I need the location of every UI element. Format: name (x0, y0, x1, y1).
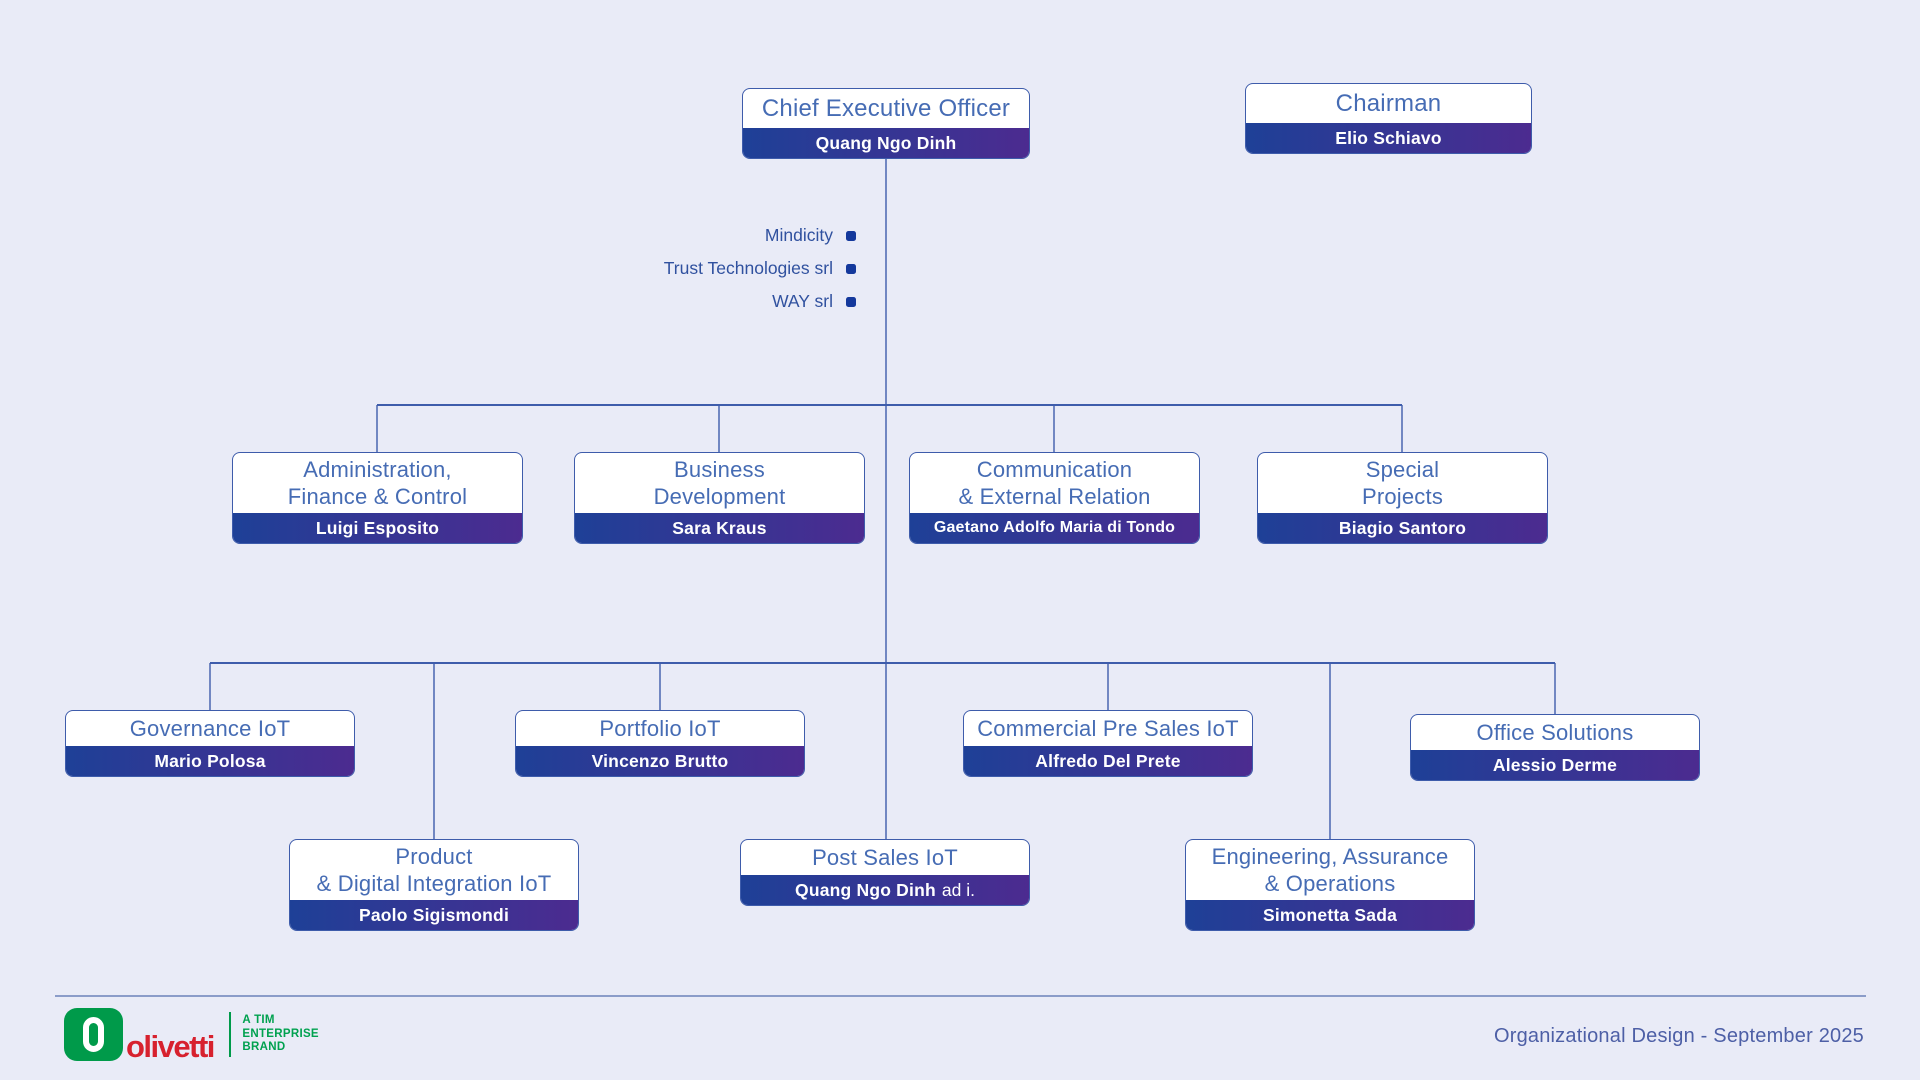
node-name-band: Quang Ngo Dinh (743, 128, 1029, 158)
node-name: Simonetta Sada (1262, 904, 1398, 925)
org-node-administration-finance-control: Administration, Finance & Control Luigi … (232, 452, 523, 544)
list-item: Mindicity (664, 219, 856, 252)
list-item: WAY srl (664, 285, 856, 318)
footer-caption: Organizational Design - September 2025 (1493, 1025, 1864, 1047)
node-name-band: Mario Polosa (66, 746, 354, 776)
subsidiary-label: WAY srl (772, 291, 833, 311)
node-name: Gaetano Adolfo Maria di Tondo (933, 519, 1176, 536)
node-name-suffix: ad i. (941, 879, 975, 900)
olivetti-logo: olivetti A TIM ENTERPRISE BRAND (64, 1008, 319, 1064)
node-name-band: Sara Kraus (575, 513, 864, 543)
node-name-band: Vincenzo Brutto (516, 746, 804, 776)
node-name-band: Quang Ngo Dinh ad i. (741, 875, 1029, 905)
node-name-band: Simonetta Sada (1186, 900, 1474, 930)
footer-divider (55, 995, 1866, 997)
org-node-engineering-assurance-operations: Engineering, Assurance & Operations Simo… (1185, 839, 1475, 931)
node-title: Chief Executive Officer (761, 94, 1011, 122)
node-name: Elio Schiavo (1335, 127, 1442, 148)
bullet-square-icon (846, 230, 856, 241)
node-title: Special Projects (1361, 457, 1444, 509)
olivetti-o-icon (64, 1008, 123, 1061)
node-name-band: Elio Schiavo (1246, 123, 1531, 153)
org-node-business-development: Business Development Sara Kraus (574, 452, 865, 544)
node-title: Portfolio IoT (599, 715, 721, 741)
node-name-band: Alfredo Del Prete (964, 746, 1252, 776)
node-title: Communication & External Relation (958, 457, 1151, 509)
tim-brand-text: A TIM ENTERPRISE BRAND (242, 1014, 319, 1054)
subsidiaries-list: Mindicity Trust Technologies srl WAY srl (664, 219, 856, 318)
org-node-commercial-pre-sales-iot: Commercial Pre Sales IoT Alfredo Del Pre… (963, 710, 1253, 777)
org-node-post-sales-iot: Post Sales IoT Quang Ngo Dinh ad i. (740, 839, 1030, 906)
node-title: Governance IoT (129, 715, 291, 741)
org-node-governance-iot: Governance IoT Mario Polosa (65, 710, 355, 777)
node-title: Post Sales IoT (812, 844, 958, 870)
node-name: Biagio Santoro (1338, 517, 1467, 538)
subsidiary-label: Trust Technologies srl (663, 258, 833, 278)
org-node-office-solutions: Office Solutions Alessio Derme (1410, 714, 1700, 781)
org-node-communication-external-relation: Communication & External Relation Gaetan… (909, 452, 1200, 544)
node-name: Paolo Sigismondi (358, 904, 510, 925)
node-name-band: Gaetano Adolfo Maria di Tondo (910, 513, 1199, 543)
node-name: Quang Ngo Dinh (795, 879, 936, 900)
node-name-band: Alessio Derme (1411, 750, 1699, 780)
org-node-portfolio-iot: Portfolio IoT Vincenzo Brutto (515, 710, 805, 777)
bullet-square-icon (846, 263, 856, 274)
node-name-band: Biagio Santoro (1258, 513, 1547, 543)
node-title: Chairman (1335, 89, 1442, 117)
org-node-chairman: Chairman Elio Schiavo (1245, 83, 1532, 154)
node-title: Product & Digital Integration IoT (316, 844, 552, 896)
list-item: Trust Technologies srl (664, 252, 856, 285)
node-name: Alfredo Del Prete (1035, 750, 1181, 771)
node-title: Commercial Pre Sales IoT (977, 715, 1239, 741)
node-name: Sara Kraus (672, 517, 767, 538)
node-name: Alessio Derme (1492, 754, 1618, 775)
node-name: Quang Ngo Dinh (815, 132, 957, 153)
org-node-product-digital-integration-iot: Product & Digital Integration IoT Paolo … (289, 839, 579, 931)
bullet-square-icon (846, 296, 856, 307)
node-name-band: Paolo Sigismondi (290, 900, 578, 930)
node-name-band: Luigi Esposito (233, 513, 522, 543)
node-name: Mario Polosa (154, 750, 266, 771)
node-title: Administration, Finance & Control (287, 457, 468, 509)
node-title: Business Development (653, 457, 786, 509)
node-title: Engineering, Assurance & Operations (1211, 844, 1449, 896)
olivetti-o-glyph (83, 1017, 104, 1052)
node-name: Vincenzo Brutto (591, 750, 729, 771)
node-title: Office Solutions (1476, 719, 1634, 745)
subsidiary-label: Mindicity (764, 225, 833, 245)
logo-separator (228, 1012, 232, 1057)
org-node-special-projects: Special Projects Biagio Santoro (1257, 452, 1548, 544)
olivetti-wordmark: olivetti (126, 1028, 215, 1064)
org-node-ceo: Chief Executive Officer Quang Ngo Dinh (742, 88, 1030, 159)
node-name: Luigi Esposito (315, 517, 440, 538)
